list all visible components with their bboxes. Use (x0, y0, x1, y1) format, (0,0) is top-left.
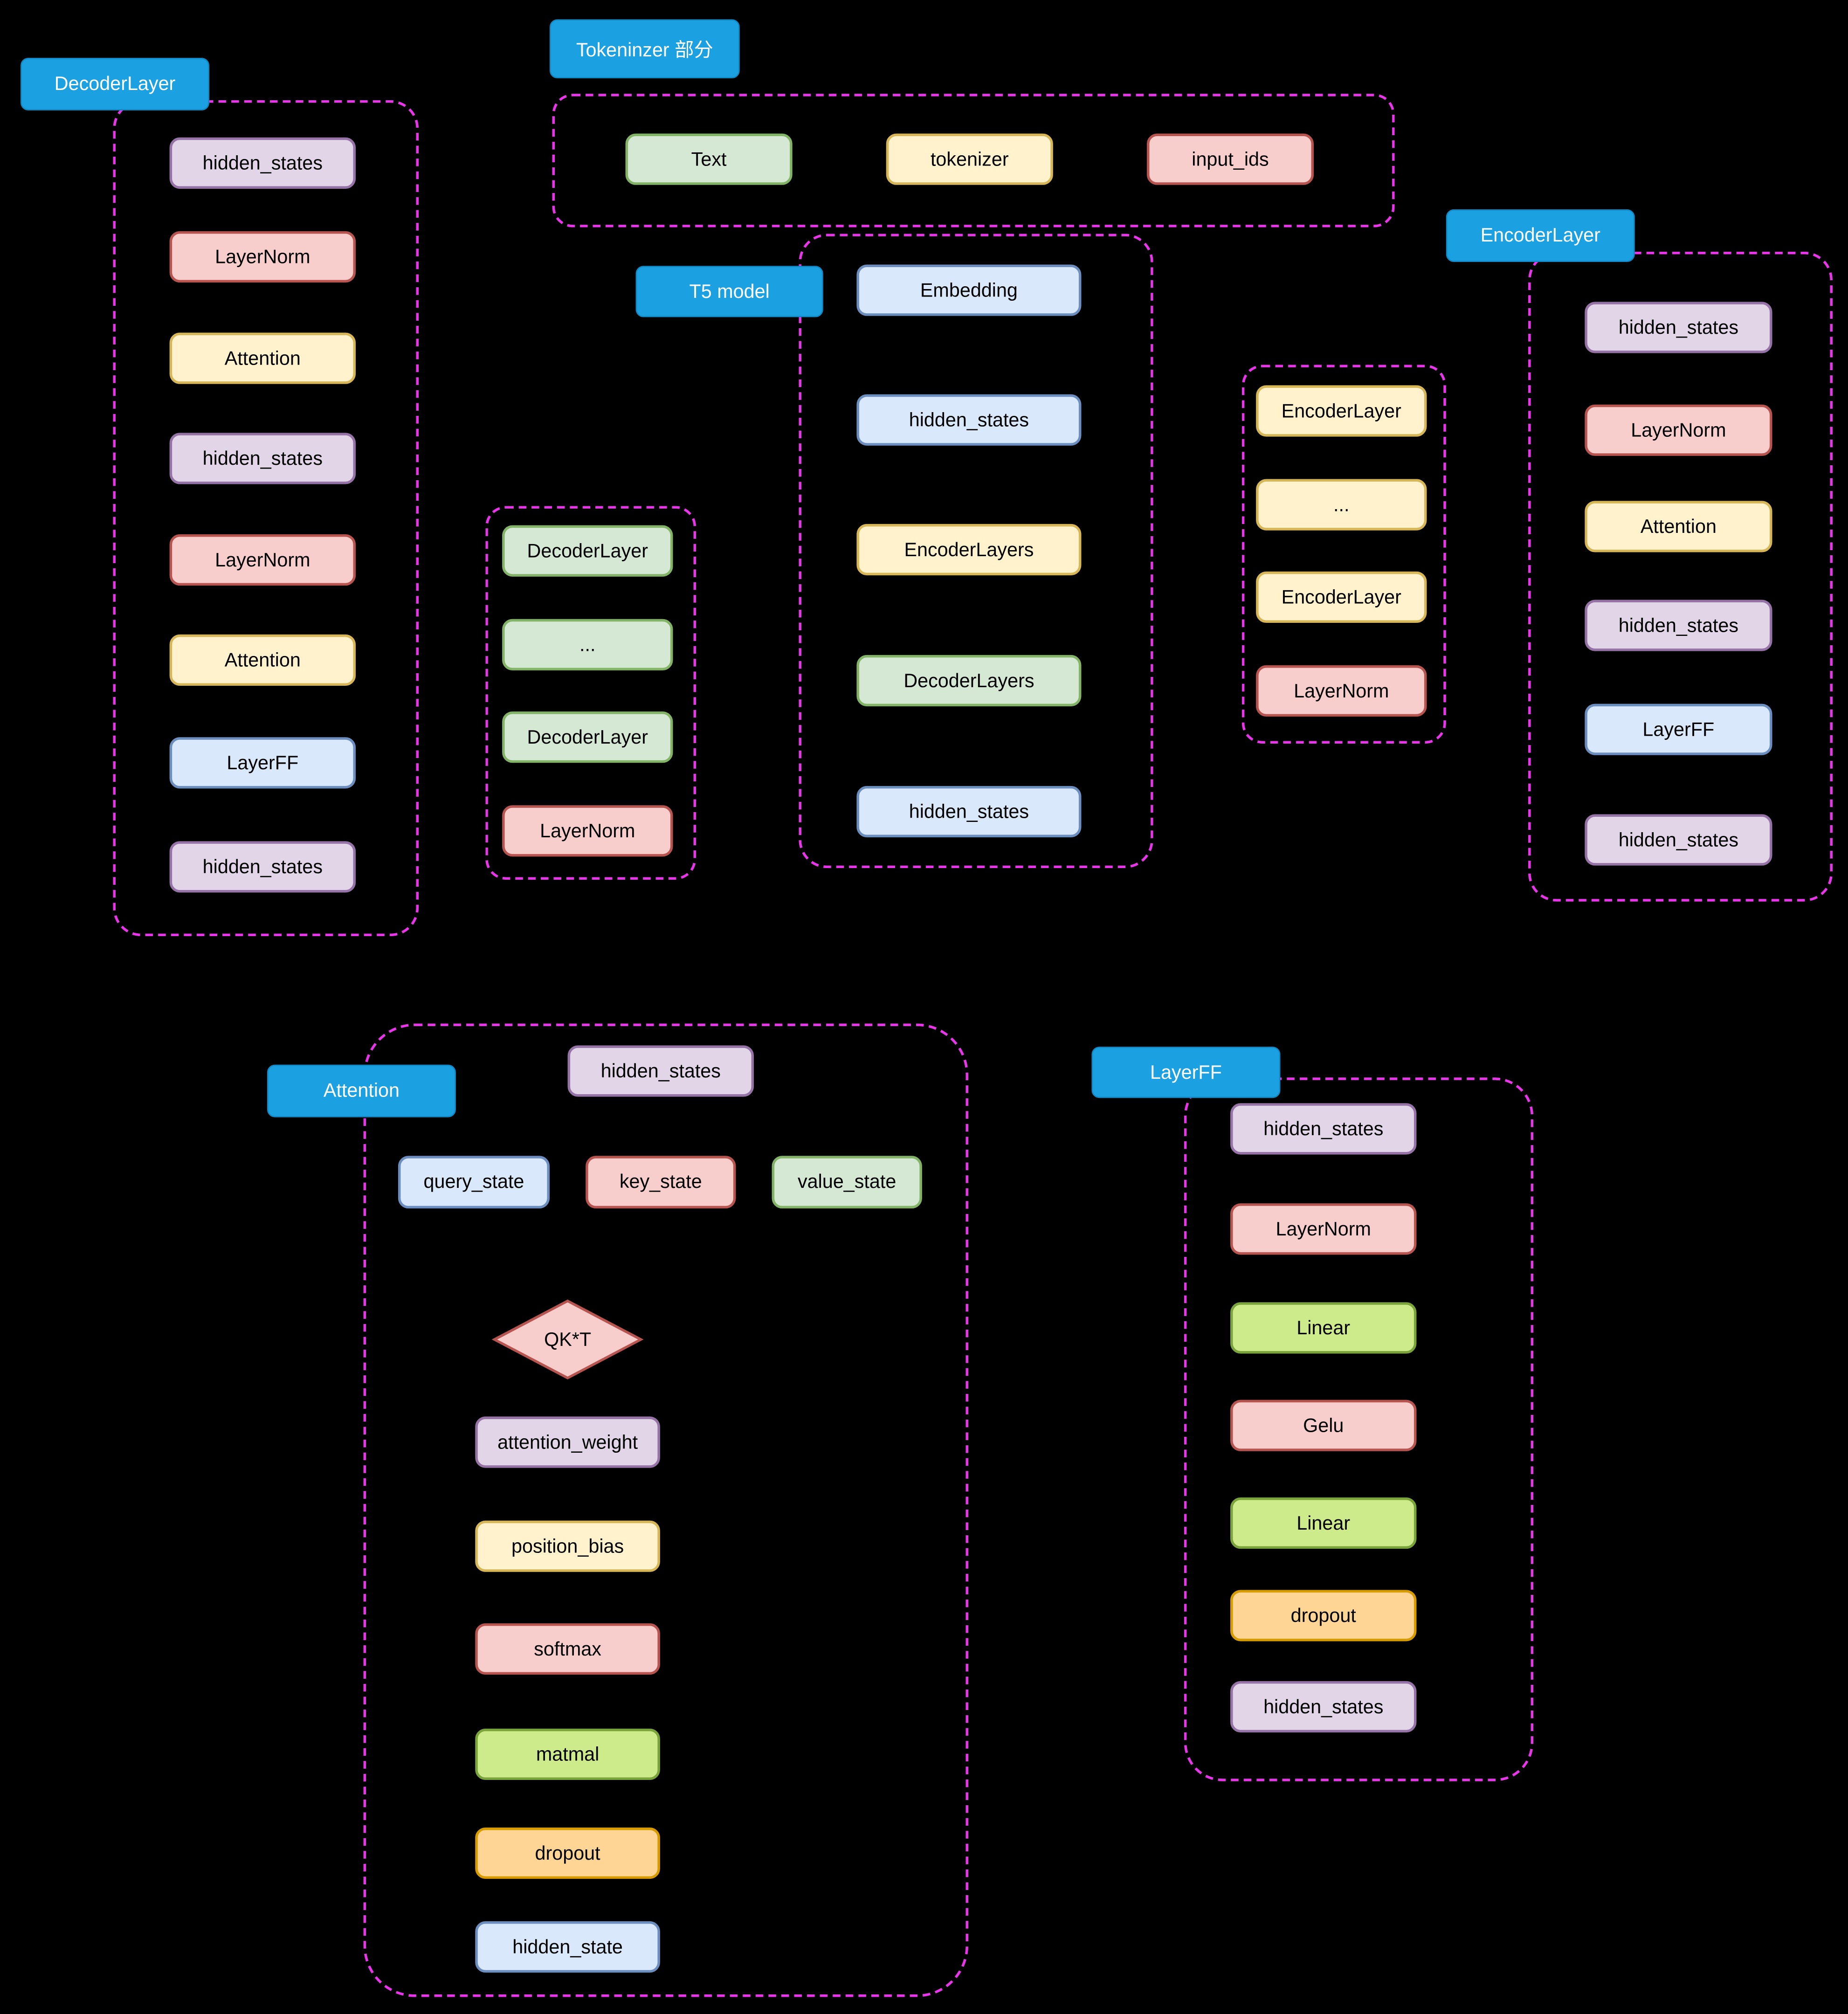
node-encoder-layer: EncoderLayer (1256, 385, 1427, 437)
node-ellipsis: ... (502, 619, 673, 670)
node-attention-weight: attention_weight (475, 1416, 660, 1468)
group-decoder-stack (485, 506, 696, 880)
node-layerff: LayerFF (169, 737, 356, 789)
node-linear: Linear (1230, 1302, 1417, 1354)
node-hidden-states: hidden_states (1585, 600, 1772, 651)
node-hidden-states: hidden_states (1585, 302, 1772, 353)
node-tokenizer: tokenizer (886, 133, 1053, 185)
group-encoder-stack (1241, 365, 1446, 744)
node-hidden-states: hidden_states (169, 433, 356, 484)
node-input-ids: input_ids (1146, 133, 1314, 185)
group-decoder-layer (113, 100, 419, 937)
node-hidden-states: hidden_states (856, 394, 1082, 446)
node-hidden-states: hidden_states (1230, 1103, 1417, 1155)
node-decoder-layer: DecoderLayer (502, 525, 673, 577)
node-decoder-layer: DecoderLayer (502, 711, 673, 763)
node-layerff: LayerFF (1585, 704, 1772, 755)
group-tokenizer (552, 94, 1395, 228)
node-decoder-layers: DecoderLayers (856, 655, 1082, 707)
node-matmal: matmal (475, 1728, 660, 1780)
badge-layer-ff: LayerFF (1091, 1047, 1281, 1098)
group-layer-ff (1184, 1077, 1534, 1781)
node-attention: Attention (169, 634, 356, 686)
node-layernorm: LayerNorm (502, 805, 673, 857)
diamond-shape (491, 1299, 644, 1379)
node-layernorm: LayerNorm (1256, 665, 1427, 717)
node-hidden-states: hidden_states (169, 137, 356, 189)
group-attention (363, 1023, 969, 1997)
node-embedding: Embedding (856, 264, 1082, 316)
diamond-label: QK*T (544, 1329, 591, 1350)
badge-t5-model: T5 model (635, 266, 823, 317)
node-encoder-layers: EncoderLayers (856, 524, 1082, 576)
node-attention: Attention (169, 332, 356, 384)
node-hidden-state: hidden_state (475, 1921, 660, 1973)
node-layernorm: LayerNorm (1230, 1203, 1417, 1255)
node-layernorm: LayerNorm (169, 534, 356, 586)
node-hidden-states: hidden_states (567, 1045, 754, 1097)
node-text: Text (625, 133, 793, 185)
node-linear: Linear (1230, 1497, 1417, 1549)
node-qkt-diamond: QK*T (491, 1299, 644, 1379)
group-t5-model (799, 234, 1153, 869)
node-layernorm: LayerNorm (1585, 404, 1772, 456)
node-dropout: dropout (475, 1827, 660, 1879)
node-attention: Attention (1585, 501, 1772, 552)
node-value-state: value_state (772, 1156, 922, 1209)
node-gelu: Gelu (1230, 1400, 1417, 1451)
badge-attention: Attention (267, 1064, 456, 1117)
node-key-state: key_state (586, 1156, 736, 1209)
badge-encoder-layer: EncoderLayer (1446, 209, 1635, 262)
node-hidden-states: hidden_states (169, 841, 356, 893)
badge-decoder-layer: DecoderLayer (21, 57, 210, 110)
node-hidden-states: hidden_states (856, 786, 1082, 838)
node-dropout: dropout (1230, 1590, 1417, 1642)
node-ellipsis: ... (1256, 479, 1427, 531)
group-encoder-layer (1528, 251, 1833, 902)
node-hidden-states: hidden_states (1230, 1681, 1417, 1733)
node-softmax: softmax (475, 1623, 660, 1675)
node-encoder-layer: EncoderLayer (1256, 571, 1427, 623)
node-hidden-states: hidden_states (1585, 814, 1772, 866)
node-query-state: query_state (398, 1156, 550, 1209)
badge-tokenizer: Tokeninzer 部分 (550, 19, 740, 79)
node-position-bias: position_bias (475, 1520, 660, 1572)
node-layernorm: LayerNorm (169, 231, 356, 283)
